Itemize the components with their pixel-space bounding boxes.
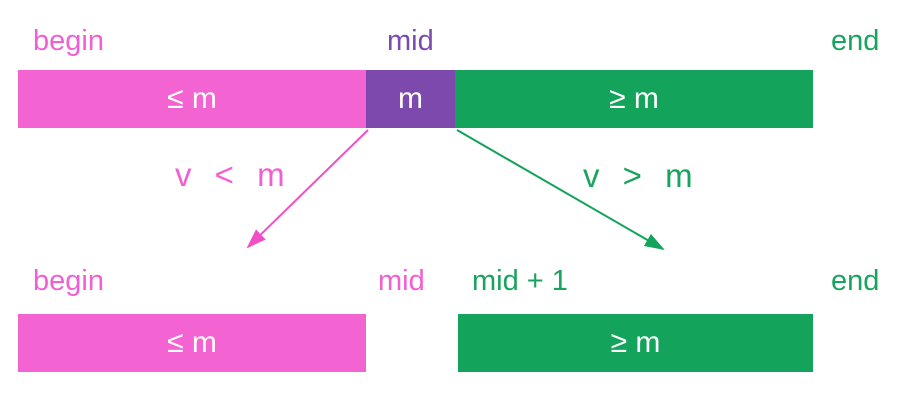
bottom-right-bar: ≥ m <box>458 314 813 372</box>
top-begin-label: begin <box>33 25 104 57</box>
top-end-label: end <box>831 25 880 57</box>
right-condition-label: v > m <box>583 157 693 194</box>
top-mid-label: mid <box>387 25 434 57</box>
top-left-segment: ≤ m <box>18 70 366 128</box>
bottom-begin-label: begin <box>33 265 104 297</box>
bottom-left-bar-label: ≤ m <box>18 314 366 372</box>
bottom-mid-plus-one-label: mid + 1 <box>472 265 568 297</box>
bottom-mid-label: mid <box>378 265 425 297</box>
left-condition-label: v < m <box>175 156 285 193</box>
bottom-end-label: end <box>831 265 880 297</box>
bottom-right-bar-label: ≥ m <box>458 314 813 372</box>
bottom-left-bar: ≤ m <box>18 314 366 372</box>
top-array-bar: ≤ m m ≥ m <box>18 70 813 128</box>
top-right-segment: ≥ m <box>455 70 813 128</box>
top-mid-segment: m <box>366 70 455 128</box>
